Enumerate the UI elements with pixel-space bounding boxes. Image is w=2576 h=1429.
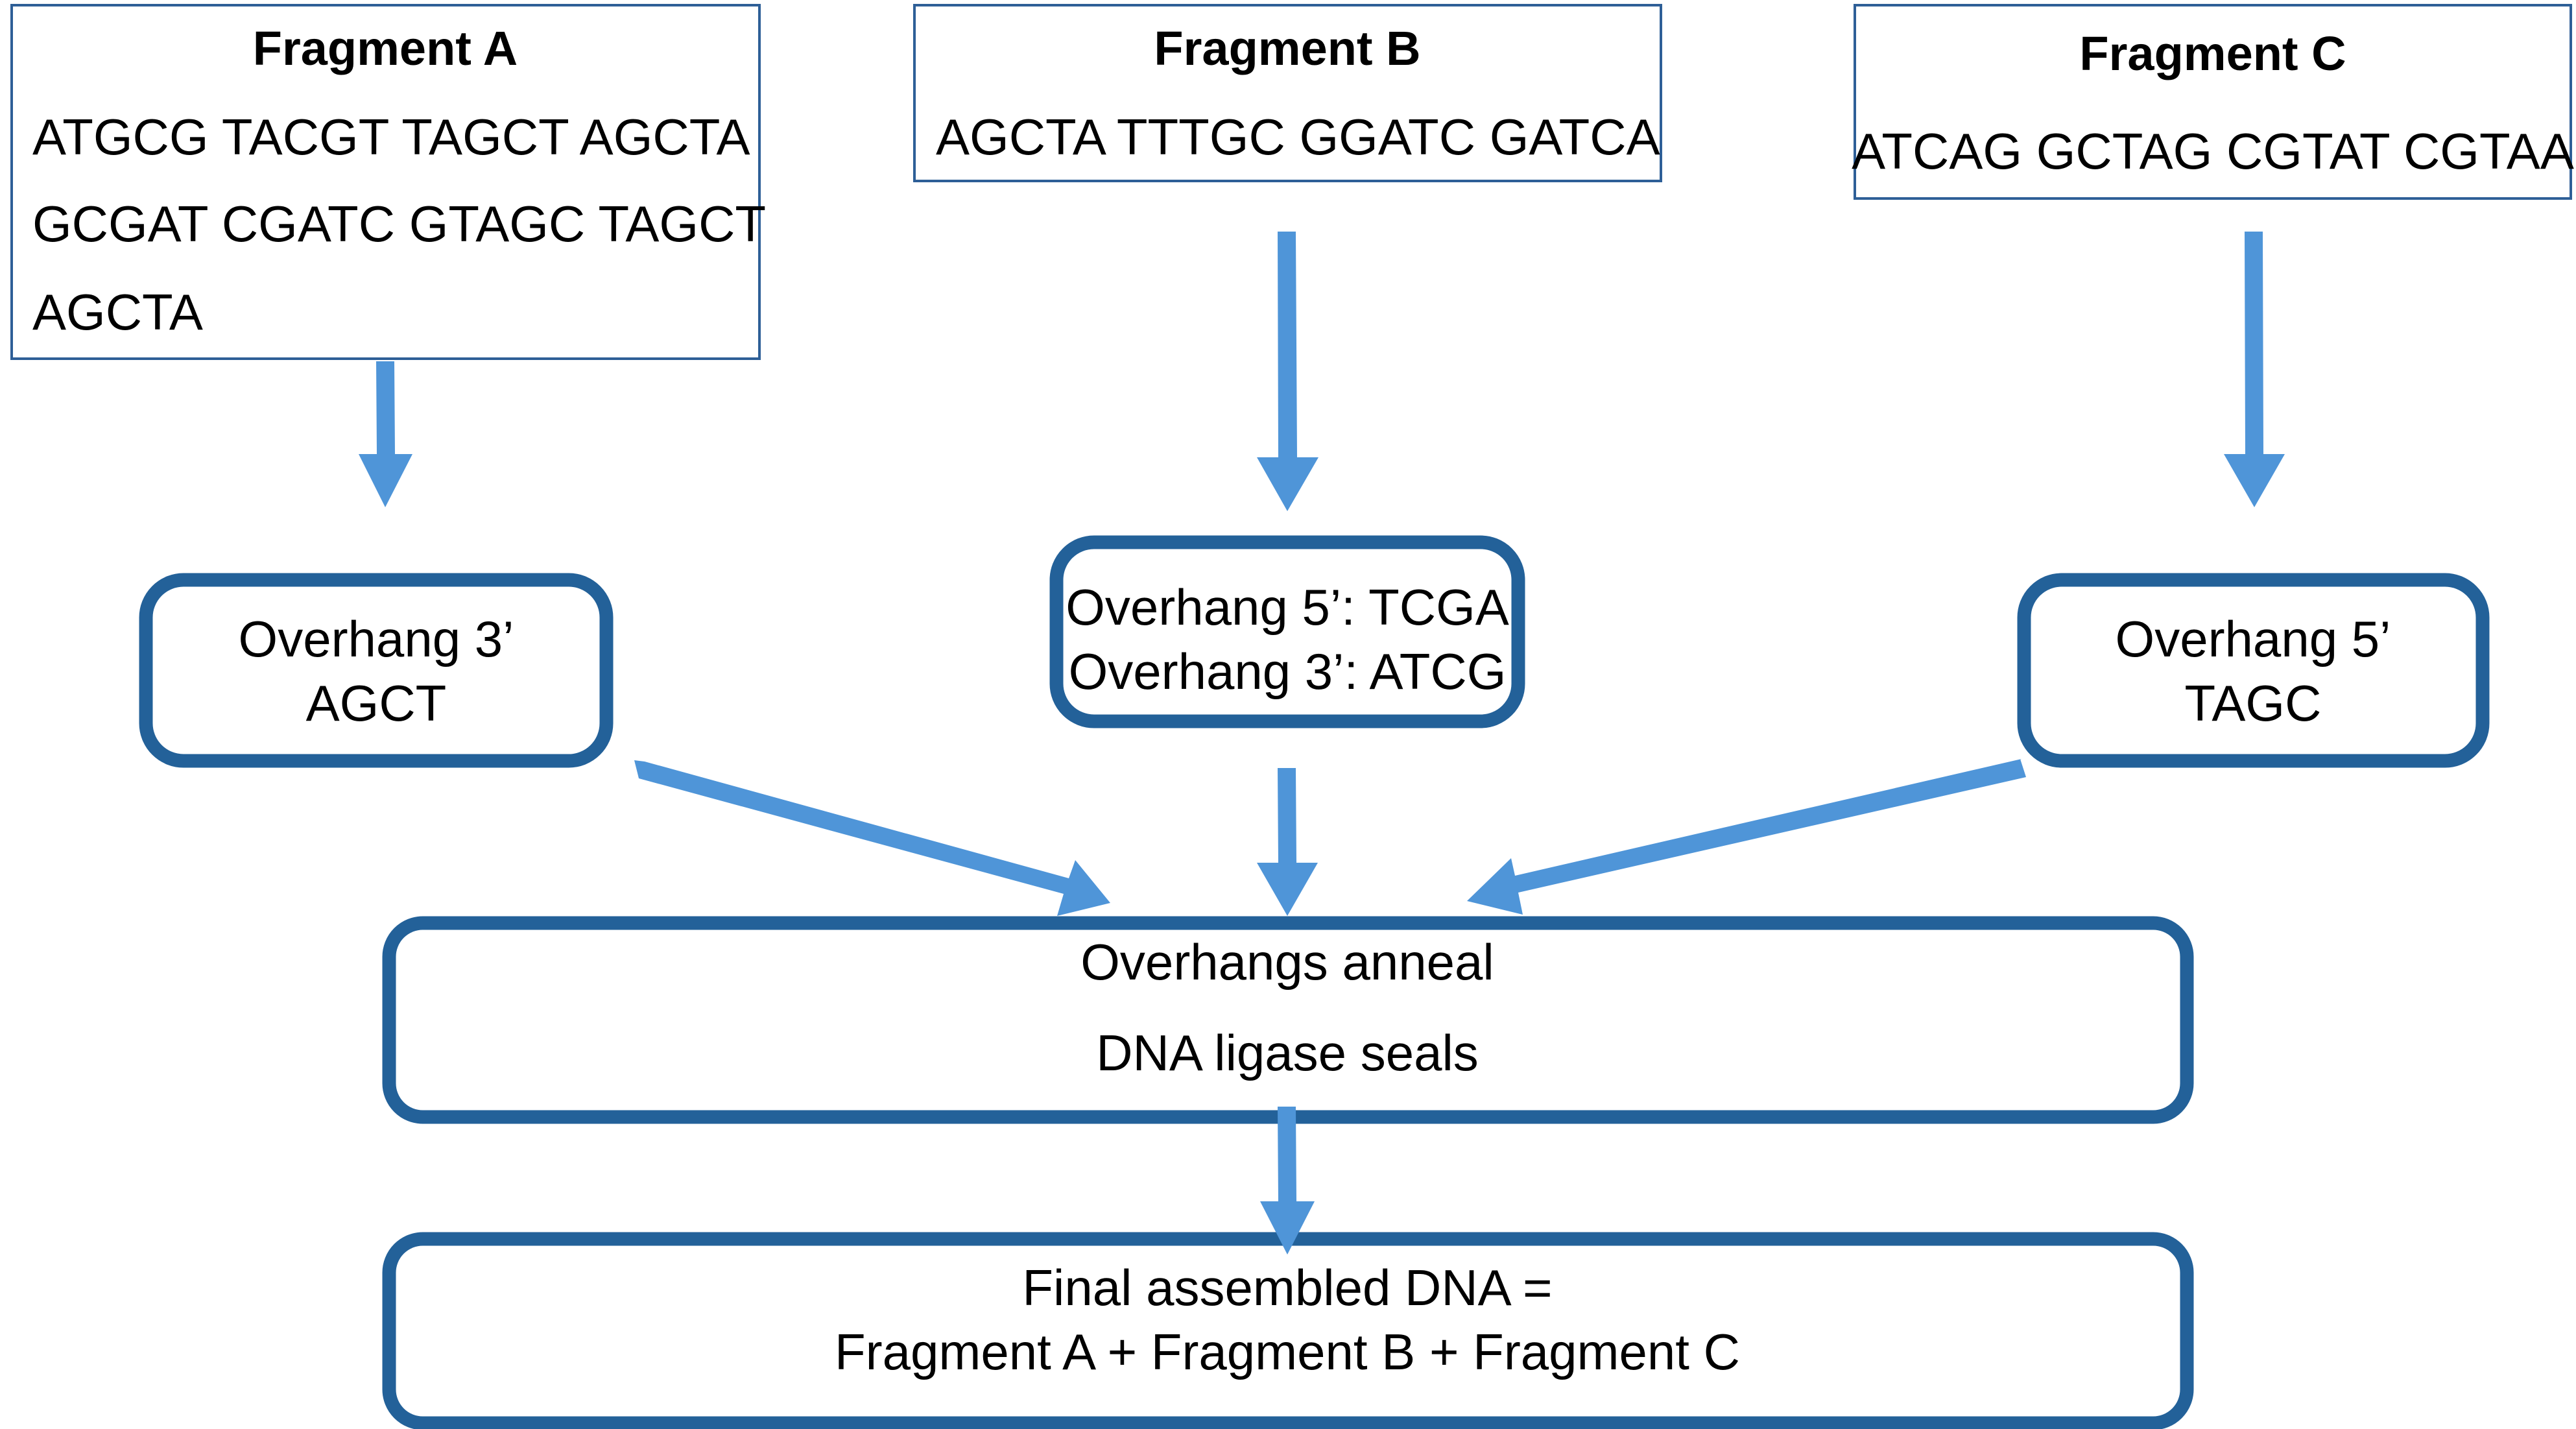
- fragment-a-border: [10, 4, 761, 360]
- fragment-a-seq-line-3: AGCTA: [32, 283, 203, 341]
- anneal-step-line-2: DNA ligase seals: [1096, 1024, 1479, 1081]
- fragment-c-seq-line-1: ATCAG GCTAG CGTAT CGTAA: [1852, 123, 2574, 180]
- overhang-a-line-1: Overhang 3’: [239, 610, 514, 667]
- overhang-a-box: Overhang 3’ AGCT: [139, 573, 614, 768]
- fragment-a-seq-line-1: ATGCG TACGT TAGCT AGCTA: [32, 108, 750, 165]
- overhang-a-line-2: AGCT: [306, 675, 447, 732]
- fragment-b-border: [913, 4, 1662, 182]
- overhang-b-line-2: Overhang 3’: ATCG: [1069, 643, 1507, 700]
- overhang-c-border: [2017, 573, 2490, 768]
- arrow-fragment-b-down-icon: [1257, 232, 1318, 511]
- fragment-c-box: Fragment C ATCAG GCTAG CGTAT CGTAA: [1852, 4, 2574, 200]
- overhang-b-line-1: Overhang 5’: TCGA: [1066, 579, 1509, 636]
- fragment-a-box: Fragment A ATGCG TACGT TAGCT AGCTA GCGAT…: [10, 4, 766, 360]
- arrow-overhang-c-to-anneal-icon: [1467, 759, 2026, 915]
- fragment-b-box: Fragment B AGCTA TTTGC GGATC GATCA: [913, 4, 1662, 182]
- anneal-step-box: Overhangs anneal DNA ligase seals: [382, 916, 2194, 1124]
- overhang-c-box: Overhang 5’ TAGC: [2017, 573, 2490, 768]
- final-dna-line-1: Final assembled DNA =: [1022, 1259, 1552, 1316]
- arrow-overhang-b-to-anneal-icon: [1257, 768, 1318, 916]
- anneal-step-line-1: Overhangs anneal: [1080, 933, 1494, 991]
- final-dna-box: Final assembled DNA = Fragment A + Fragm…: [382, 1232, 2194, 1429]
- overhang-c-line-1: Overhang 5’: [2116, 610, 2391, 667]
- fragment-c-title: Fragment C: [2079, 27, 2346, 80]
- fragment-c-border: [1854, 4, 2572, 200]
- final-dna-line-2: Fragment A + Fragment B + Fragment C: [835, 1323, 1740, 1380]
- fragment-a-seq-line-2: GCGAT CGATC GTAGC TAGCT: [32, 195, 766, 252]
- fragment-b-seq-line-1: AGCTA TTTGC GGATC GATCA: [936, 108, 1660, 165]
- overhang-b-border: [1049, 535, 1525, 728]
- overhang-c-line-2: TAGC: [2185, 675, 2322, 732]
- fragment-b-title: Fragment B: [1154, 21, 1420, 75]
- fragment-a-title: Fragment A: [253, 21, 518, 75]
- arrow-overhang-a-to-anneal-icon: [634, 760, 1110, 916]
- arrow-anneal-to-final-icon: [1260, 1107, 1315, 1255]
- arrow-fragment-c-down-icon: [2224, 232, 2285, 507]
- overhang-b-box: Overhang 5’: TCGA Overhang 3’: ATCG: [1049, 535, 1525, 728]
- arrow-fragment-a-down-icon: [359, 361, 412, 507]
- overhang-a-border: [139, 573, 614, 768]
